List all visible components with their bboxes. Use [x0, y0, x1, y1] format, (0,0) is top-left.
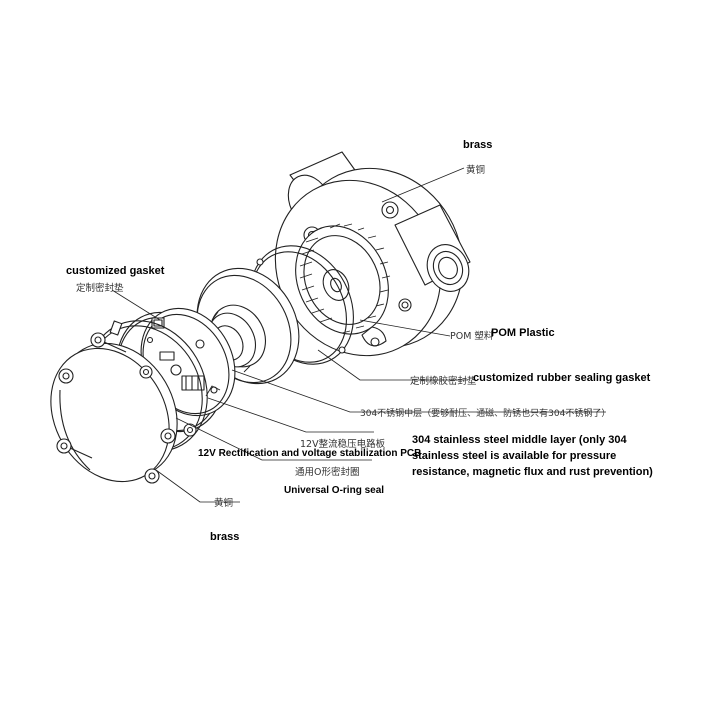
leader-lines: [111, 167, 606, 503]
label-pom-en: POM Plastic: [491, 327, 555, 339]
label-oring-en: Universal O-ring seal: [284, 485, 385, 496]
label-rubber-en: customized rubber sealing gasket: [473, 372, 651, 384]
label-brass-bottom-cn: 黄铜: [214, 498, 234, 509]
pom-impeller: [295, 223, 391, 335]
label-brass-bottom-en: brass: [210, 531, 240, 543]
brass-end-cover: [50, 320, 197, 484]
label-brass-top-en: brass: [463, 139, 493, 151]
label-rubber-cn: 定制橡胶密封垫: [410, 376, 477, 387]
label-brass-top-cn: 黄铜: [466, 165, 486, 176]
label-gasket-en: customized gasket: [66, 265, 165, 277]
label-oring-cn: 通用O形密封圈: [295, 467, 360, 478]
label-steel-cn: 304不锈钢中层（要够耐压、通磁、防锈也只有304不锈钢了）: [360, 409, 611, 419]
label-pcb-en: 12V Rectification and voltage stabilizat…: [198, 448, 422, 459]
label-steel-en: 304 stainless steel middle layer (only 3…: [412, 434, 653, 478]
label-pom-cn: POM 塑料: [450, 331, 494, 342]
label-gasket-cn: 定制密封垫: [76, 283, 124, 294]
label-pcb-cn: 12V整流稳压电路板: [300, 439, 386, 450]
